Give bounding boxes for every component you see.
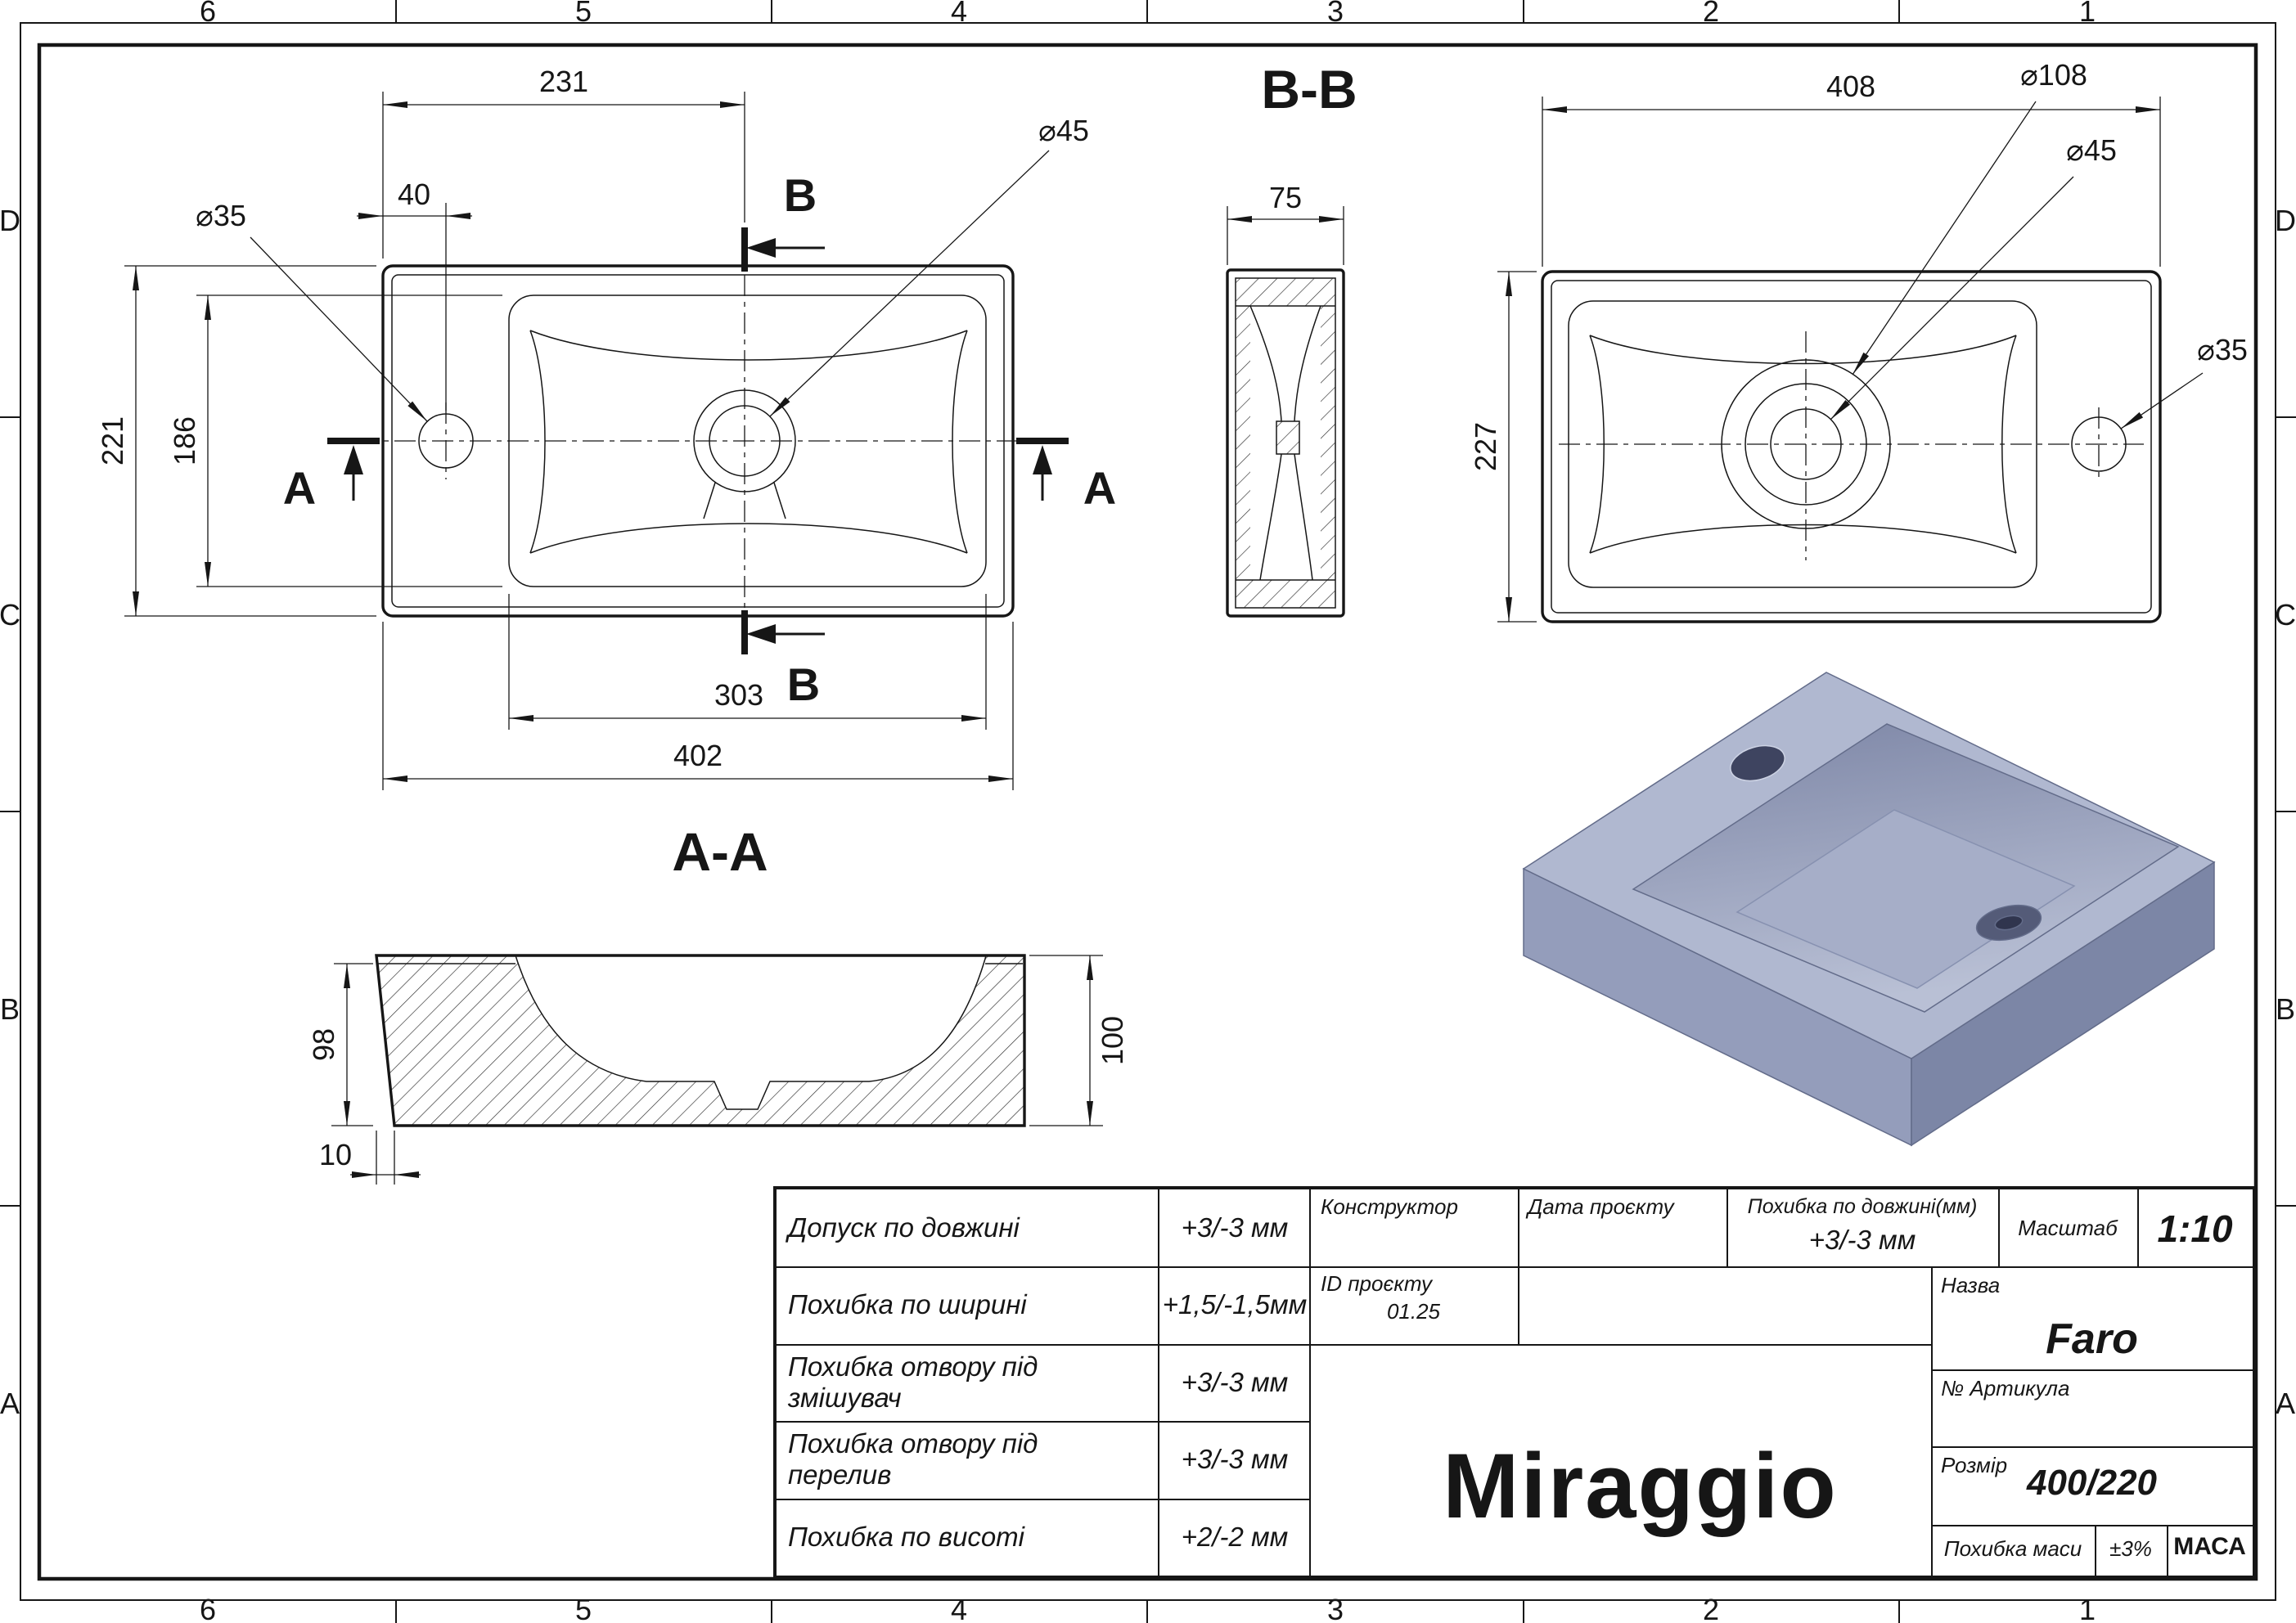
zone-column-label: 6 (200, 0, 216, 28)
plan-view: B B A A 231 40 221 186 303 402 ⌀35 ⌀45 (96, 65, 1116, 790)
zone-column-label: 3 (1327, 1593, 1344, 1623)
section-aa-view: 98 100 10 (307, 954, 1129, 1185)
mass-label: МАСА (2173, 1533, 2246, 1560)
project-id-label: ID проєкту (1321, 1271, 1432, 1296)
aa-basin-cavity (515, 955, 987, 1110)
diameter-35-label: ⌀35 (196, 199, 246, 232)
side-section-view: 75 (1226, 181, 1345, 618)
zone-row-label: C (2275, 598, 2296, 632)
dim-408-label: 408 (1826, 70, 1875, 103)
zone-column-label: 2 (1703, 0, 1719, 28)
dim-231-label: 231 (539, 65, 588, 98)
length-tolerance-label: Похибка по довжині(мм) (1747, 1195, 1978, 1218)
dim-100-label: 100 (1096, 1016, 1129, 1065)
dim-227-label: 227 (1469, 422, 1502, 471)
project-date-label: Дата проєкту (1528, 1194, 1674, 1219)
tolerance-row-value: +3/-3 мм (1181, 1212, 1289, 1243)
zone-column-label: 2 (1703, 1593, 1719, 1623)
dim-303-label: 303 (714, 678, 763, 712)
diameter-45-label: ⌀45 (1038, 114, 1089, 147)
zone-row-label: B (2276, 992, 2295, 1026)
iso-faucet-hole (1730, 744, 1785, 782)
scale-label: Масштаб (2018, 1216, 2118, 1240)
zone-column-label: 4 (951, 1593, 967, 1623)
zone-row-label: D (2275, 204, 2296, 237)
scale-value: 1:10 (2157, 1207, 2233, 1250)
dim-40-label: 40 (398, 178, 430, 211)
section-bb-title: B-B (1261, 59, 1357, 119)
tolerance-row-value: +3/-3 мм (1181, 1444, 1289, 1474)
zone-column-label: 5 (575, 1593, 592, 1623)
constructor-label: Конструктор (1321, 1194, 1458, 1219)
iso-basin-floor (1736, 809, 2076, 989)
brand-logo: Miraggio (1443, 1435, 1838, 1537)
mass-tolerance-value: ±3% (2109, 1536, 2152, 1561)
zone-column-label: 1 (2079, 0, 2096, 28)
dim-10-label: 10 (319, 1138, 352, 1171)
section-marker-a: A (1083, 462, 1116, 514)
section-bb-view: 408 227 ⌀108 ⌀45 ⌀35 (1469, 58, 2248, 623)
tolerance-row-value: +1,5/-1,5мм (1162, 1289, 1308, 1320)
tolerance-row-label: Похибка отвору під змішувач (788, 1351, 1038, 1413)
section-aa-title: A-A (672, 821, 768, 882)
zone-column-label: 6 (200, 1593, 216, 1623)
section-marker-b: B (784, 169, 817, 221)
tolerance-row-label: Похибка по ширині (788, 1289, 1027, 1320)
title-block: Допуск по довжині +3/-3 мм Похибка по ши… (773, 1186, 2256, 1579)
zone-row-label: B (0, 992, 20, 1026)
tolerance-row-label: Допуск по довжині (788, 1212, 1020, 1243)
size-label: Розмір (1941, 1453, 2008, 1477)
zone-row-label: D (0, 204, 20, 237)
mass-tolerance-label: Похибка маси (1943, 1536, 2082, 1561)
zone-row-label: A (2276, 1387, 2295, 1420)
zone-column-label: 1 (2079, 1593, 2096, 1623)
diameter-45-label: ⌀45 (2066, 133, 2117, 167)
project-id-value: 01.25 (1386, 1299, 1441, 1324)
zone-column-label: 4 (951, 0, 967, 28)
aa-profile-outline (375, 954, 1026, 1127)
dim-186-label: 186 (168, 416, 201, 465)
zone-row-label: A (0, 1387, 20, 1420)
diameter-35-label: ⌀35 (2197, 333, 2248, 366)
zone-column-label: 5 (575, 0, 592, 28)
isometric-view (1522, 672, 2216, 1147)
tolerance-row-value: +2/-2 мм (1181, 1522, 1289, 1552)
zone-row-label: C (0, 598, 20, 632)
tolerance-row-value: +3/-3 мм (1181, 1367, 1289, 1397)
diameter-108-label: ⌀108 (2020, 58, 2087, 92)
tolerance-row-label: Похибка по висоті (788, 1522, 1024, 1552)
zone-column-label: 3 (1327, 0, 1344, 28)
section-marker-b: B (787, 659, 820, 710)
article-label: № Артикула (1941, 1376, 2070, 1400)
section-marker-a: A (283, 462, 316, 514)
dim-221-label: 221 (96, 416, 129, 465)
name-label: Назва (1941, 1273, 2001, 1297)
dim-75-label: 75 (1269, 181, 1302, 214)
dim-98-label: 98 (307, 1028, 340, 1061)
tolerance-row-label: Похибка отвору під перелив (788, 1428, 1038, 1490)
name-value: Faro (2046, 1315, 2138, 1363)
length-tolerance-value: +3/-3 мм (1808, 1225, 1916, 1255)
dim-402-label: 402 (673, 739, 723, 772)
bb-sink-outline (1541, 270, 2162, 623)
size-value: 400/220 (2026, 1463, 2158, 1503)
